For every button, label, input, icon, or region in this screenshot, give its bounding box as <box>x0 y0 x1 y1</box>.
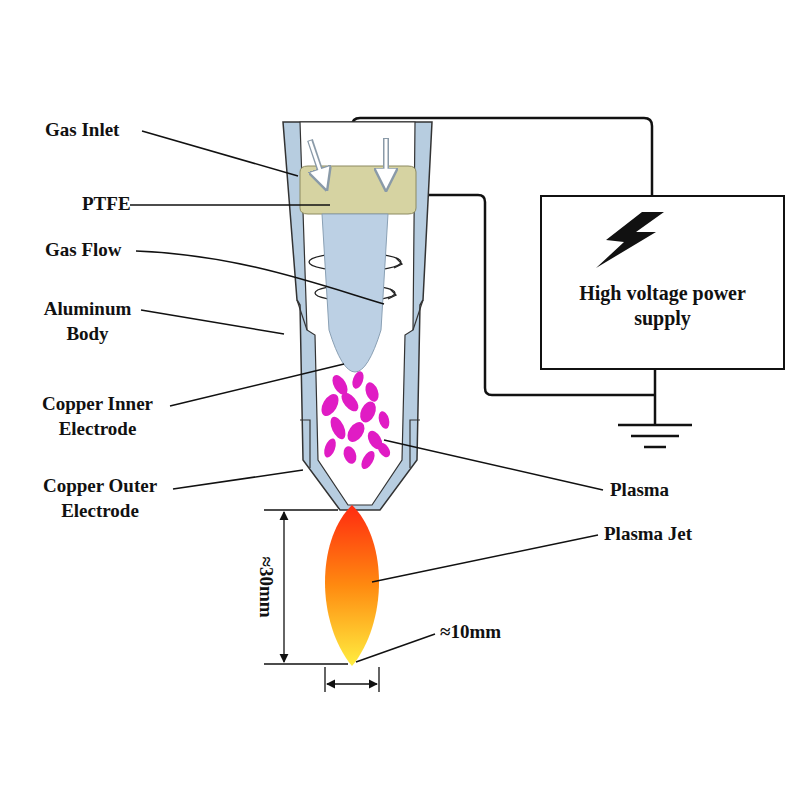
part-label: Gas Flow <box>45 238 122 263</box>
ground-symbol <box>644 446 666 449</box>
leader-line <box>141 310 284 334</box>
plasma-blob <box>341 444 358 465</box>
dimension-label: ≈10mm <box>440 620 501 645</box>
part-label: Aluminum Body <box>30 297 145 346</box>
leader-line <box>136 251 384 304</box>
copper-outer-electrode-outline <box>410 420 420 468</box>
leader-line <box>130 204 330 206</box>
leader-line <box>372 535 598 582</box>
box-text: High voltage power supply <box>552 281 773 331</box>
lightning-symbol <box>596 212 664 268</box>
plasma-discharge <box>318 370 393 471</box>
plasma-blob <box>357 399 379 425</box>
leader-line <box>173 470 303 489</box>
ground-symbol <box>618 424 692 427</box>
ground-symbol <box>618 425 692 447</box>
dimension-line <box>324 667 325 692</box>
copper-outer-electrode-outline <box>413 300 423 330</box>
leader-line <box>170 364 344 406</box>
dimension-line <box>327 683 377 684</box>
plasma-blob <box>377 410 391 430</box>
ptfe-block <box>300 166 416 214</box>
ground-symbol <box>631 435 679 438</box>
gas-inlet-arrow <box>310 140 324 182</box>
aluminum-body <box>283 122 432 510</box>
gas-flow-spiral <box>394 258 402 268</box>
plasma-blob <box>338 390 361 415</box>
gas-flow-spiral <box>388 289 396 299</box>
plasma-blob <box>359 449 378 471</box>
part-label: Copper Inner Electrode <box>25 392 170 441</box>
plasma-jet <box>325 505 379 666</box>
plasma-blob <box>344 419 368 445</box>
gas-inlet-arrow <box>383 138 389 182</box>
plasma-blob <box>318 391 342 419</box>
part-label: Plasma Jet <box>604 522 692 547</box>
dimension-label: ≈30mm <box>254 554 279 619</box>
plasma-blob <box>363 381 381 404</box>
dimension-line <box>264 509 338 510</box>
leader-line <box>384 440 603 490</box>
copper-outer-electrode-outline <box>297 300 307 330</box>
plasma-blob <box>350 370 366 390</box>
copper-outer-electrode-outline <box>300 420 310 468</box>
wire <box>654 370 657 425</box>
part-label: Gas Inlet <box>45 118 119 143</box>
dimension-line <box>378 667 379 692</box>
gas-inlet-arrow <box>310 138 386 182</box>
power-supply-box: High voltage power supply <box>540 195 785 370</box>
part-label: PTFE <box>82 192 131 217</box>
leader-line <box>142 131 298 176</box>
dimension-line <box>264 663 348 664</box>
gas-inlet-arrow-core <box>310 139 386 176</box>
gas-inlet-arrow-core <box>385 139 388 176</box>
plasma-blob <box>375 441 392 460</box>
plasma-blob <box>327 415 348 442</box>
part-label: Copper Outer Electrode <box>25 474 175 523</box>
dimension-line <box>264 510 379 692</box>
part-label: Plasma <box>610 478 669 503</box>
leader-line <box>356 634 435 662</box>
leader-line <box>130 131 603 662</box>
dimension-line <box>283 512 284 662</box>
torch-bore <box>300 122 415 505</box>
plasma-blob <box>322 437 338 459</box>
gas-inlet-arrow-core <box>310 141 322 176</box>
power-supply-box-fill <box>540 195 785 370</box>
copper-inner-electrode <box>322 214 388 372</box>
